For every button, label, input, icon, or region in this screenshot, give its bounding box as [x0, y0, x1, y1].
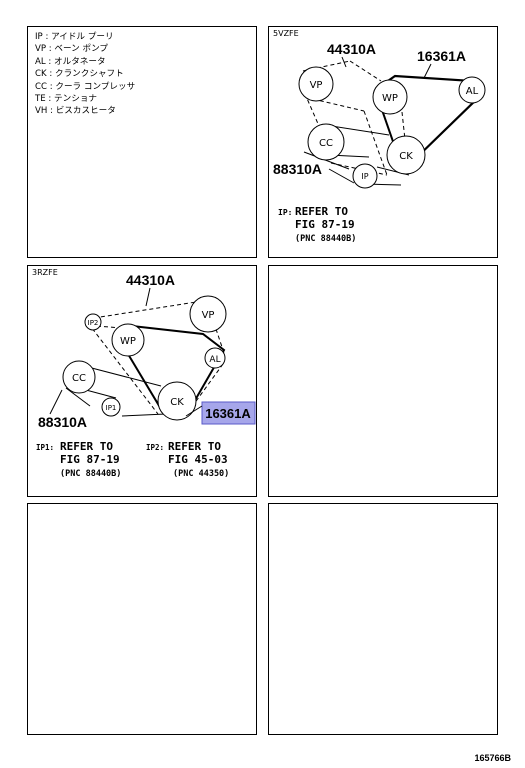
legend-item: TE : テンショナ	[35, 94, 98, 105]
note-line: REFER TO	[295, 205, 348, 218]
pulley-cc	[307, 123, 345, 161]
pulley-al	[204, 347, 226, 369]
pulley-wp-label: WP	[120, 336, 136, 347]
pulley-cc-label: CC	[72, 373, 86, 384]
empty-panel	[268, 503, 498, 735]
pulley-wp-label: WP	[382, 93, 398, 104]
note-line: (PNC 88440B)	[295, 234, 356, 244]
legend-item: CC : クーラ コンプレッサ	[35, 81, 136, 92]
leader-line	[185, 405, 203, 417]
leader-line	[328, 168, 355, 184]
pulley-wp	[111, 323, 145, 357]
pulley-vp	[298, 66, 334, 102]
part-label-belt-top: 44310A	[327, 41, 376, 57]
belt-88310a	[65, 365, 167, 417]
part-label-belt-lower: 88310A	[38, 414, 87, 430]
legend-item: VP : ベーン ポンプ	[35, 44, 109, 55]
empty-panel	[268, 265, 498, 497]
note-line: (PNC 88440B)	[60, 469, 121, 479]
part-label-highlighted[interactable]: 16361A	[205, 406, 251, 421]
leader-line	[49, 389, 63, 415]
pulley-ip1	[101, 397, 121, 417]
engine-3rzfe-panel: 3RZFE IP2 VP WP AL CC CK	[27, 265, 257, 497]
pulley-vp-label: VP	[310, 80, 323, 91]
legend-item: AL : オルタネータ	[35, 56, 106, 67]
pulley-cc-label: CC	[319, 138, 333, 149]
note-line: FIG 87-19	[295, 218, 355, 231]
leader-line	[341, 56, 347, 68]
highlight-box	[201, 401, 256, 425]
pulley-ck	[386, 135, 426, 175]
pulley-ck-label: CK	[399, 151, 413, 162]
belt-16361a	[131, 325, 226, 403]
note-line: REFER TO	[168, 440, 221, 453]
diagram-code: 165766B	[474, 753, 511, 763]
panel-title: 5VZFE	[273, 29, 299, 38]
empty-panel	[27, 503, 257, 735]
pulley-ip-label: IP	[361, 172, 368, 181]
pulley-ip1-label: IP1	[106, 404, 117, 412]
pulley-cc	[62, 360, 96, 394]
belt-diagram-3rzfe: 3RZFE IP2 VP WP AL CC CK	[32, 268, 256, 479]
note-line: FIG 87-19	[60, 453, 120, 466]
pulley-al	[458, 76, 486, 104]
pulley-ip2	[84, 313, 102, 331]
legend-panel: IP : アイドル プーリ VP : ベーン ポンプ AL : オルタネータ C…	[27, 26, 257, 258]
note-prefix: IP:	[278, 208, 292, 217]
pulley-vp-label: VP	[202, 310, 215, 321]
note-prefix: IP2:	[146, 443, 164, 452]
pulley-al-label: AL	[209, 355, 220, 365]
note-line: (PNC 44350)	[173, 469, 229, 479]
note-prefix: IP1:	[36, 443, 54, 452]
pulley-ip	[352, 163, 378, 189]
legend-list: IP : アイドル プーリ VP : ベーン ポンプ AL : オルタネータ C…	[35, 31, 135, 118]
note-line: FIG 45-03	[168, 453, 228, 466]
belt-diagram-5vzfe: 5VZFE VP WP AL CC CK	[273, 29, 486, 244]
part-label-belt-right: 16361A	[417, 48, 466, 64]
pulley-ck	[157, 381, 197, 421]
panel-title: 3RZFE	[32, 268, 58, 277]
pulley-ck-label: CK	[170, 397, 184, 408]
legend-item: IP : アイドル プーリ	[35, 32, 114, 42]
pulley-al-label: AL	[466, 86, 479, 97]
part-label-belt-lower: 88310A	[273, 161, 322, 177]
pulley-ip2-label: IP2	[88, 319, 99, 327]
legend-item: CK : クランクシャフト	[35, 69, 124, 80]
engine-5vzfe-panel: 5VZFE VP WP AL CC CK	[268, 26, 498, 258]
note-line: REFER TO	[60, 440, 113, 453]
leader-line	[145, 287, 151, 307]
legend-item: VH : ビスカスヒータ	[35, 106, 116, 117]
pulley-wp	[372, 79, 408, 115]
part-label-belt-top: 44310A	[126, 272, 175, 288]
leader-line	[423, 63, 432, 79]
pulley-vp	[189, 295, 227, 333]
